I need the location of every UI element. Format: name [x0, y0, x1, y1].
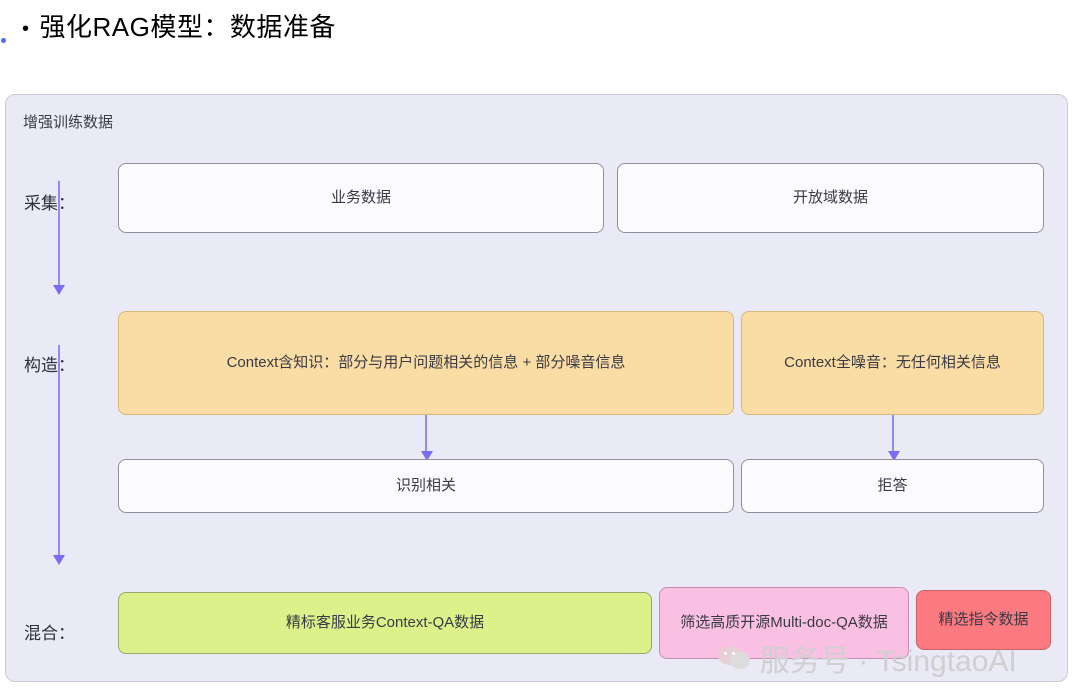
connector-arrowhead-refuse	[888, 451, 900, 461]
node-business-data[interactable]: 业务数据	[118, 163, 604, 233]
node-refuse-answer[interactable]: 拒答	[741, 459, 1044, 513]
stage-label-mix: 混合：	[24, 624, 75, 643]
rail-arrowhead-construct	[53, 285, 65, 295]
node-context-with-knowledge[interactable]: Context含知识：部分与用户问题相关的信息 + 部分噪音信息	[118, 311, 734, 415]
page-title: • 强化RAG模型：数据准备	[22, 7, 336, 44]
stage-label-collect: 采集：	[24, 194, 75, 213]
connector-line-identify	[425, 415, 427, 453]
accent-dot	[1, 38, 6, 43]
node-open-multidoc-qa-data[interactable]: 筛选高质开源Multi-doc-QA数据	[659, 587, 909, 659]
diagram-container: 增强训练数据 采集： 构造： 混合： 业务数据 开放域数据 Context含知识…	[5, 94, 1068, 682]
rail-segment-construct	[58, 345, 60, 555]
title-bullet-icon: •	[22, 17, 30, 40]
stage-label-construct: 构造：	[24, 356, 75, 375]
node-context-all-noise[interactable]: Context全噪音：无任何相关信息	[741, 311, 1044, 415]
connector-line-refuse	[892, 415, 894, 453]
diagram-title: 增强训练数据	[23, 114, 114, 131]
connector-arrowhead-identify	[421, 451, 433, 461]
node-curated-instruction-data[interactable]: 精选指令数据	[916, 590, 1051, 650]
rail-segment-collect	[58, 181, 60, 285]
node-open-domain-data[interactable]: 开放域数据	[617, 163, 1044, 233]
node-identify-relevant[interactable]: 识别相关	[118, 459, 734, 513]
page-title-text: 强化RAG模型：数据准备	[39, 12, 336, 42]
rail-arrowhead-mix	[53, 555, 65, 565]
node-labeled-service-qa-data[interactable]: 精标客服业务Context-QA数据	[118, 592, 652, 654]
